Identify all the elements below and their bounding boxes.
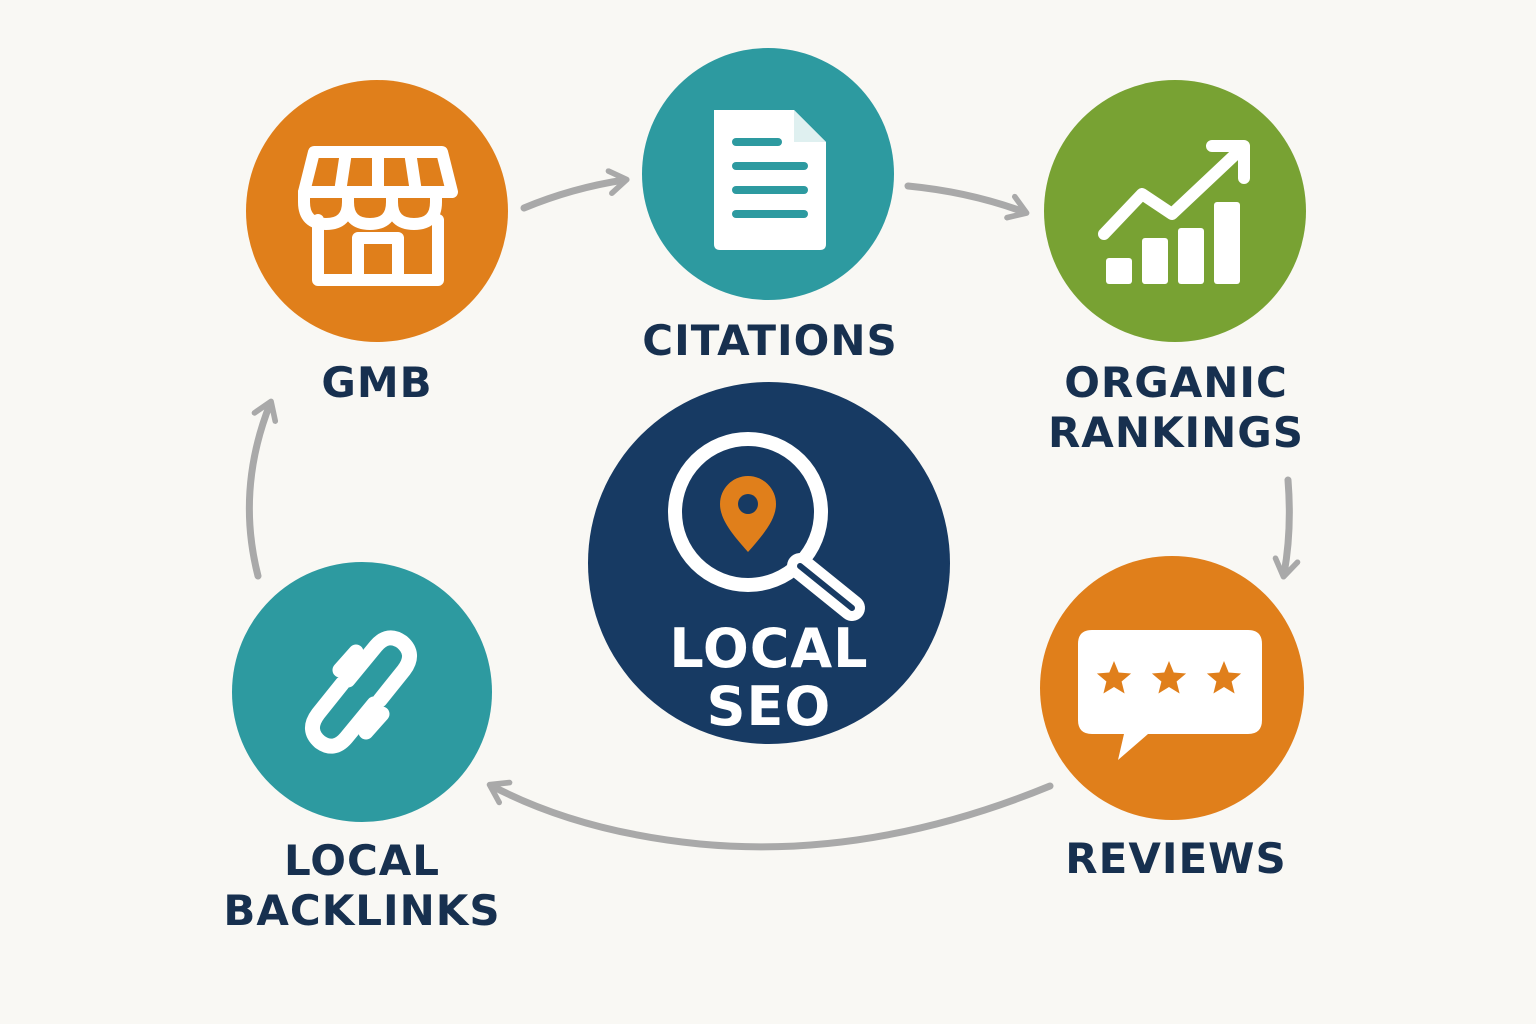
arrow-organic-to-reviews — [1272, 476, 1301, 580]
gmb-node — [246, 80, 508, 342]
organic-rankings-node — [1044, 80, 1306, 342]
backlinks-label-line2: BACKLINKS — [223, 886, 501, 935]
local-seo-center: LOCAL SEO — [588, 382, 950, 744]
backlinks-label-line1: LOCAL — [283, 836, 441, 885]
arrow-backlinks-to-gmb — [245, 398, 279, 580]
reviews-label-text: REVIEWS — [1065, 834, 1287, 883]
arrow-gmb-to-citations — [520, 168, 630, 212]
document-icon — [714, 110, 826, 250]
citations-label-text: CITATIONS — [642, 316, 898, 365]
reviews-label: REVIEWS — [1056, 834, 1296, 884]
local-seo-line2: SEO — [706, 675, 832, 738]
chain-link-icon — [305, 630, 417, 754]
organic-label-line2: RANKINGS — [1047, 408, 1305, 457]
local-backlinks-node — [232, 562, 492, 822]
local-seo-title: LOCAL SEO — [588, 620, 950, 736]
citations-label: CITATIONS — [620, 316, 920, 366]
rating-stars — [1096, 661, 1242, 694]
gmb-label-text: GMB — [321, 358, 433, 407]
gmb-label: GMB — [277, 358, 477, 408]
local-seo-line1: LOCAL — [669, 617, 869, 680]
arrow-reviews-to-backlinks — [486, 779, 1054, 851]
organic-rankings-label: ORGANIC RANKINGS — [1036, 358, 1316, 458]
citations-node — [642, 48, 894, 300]
star-review-bubble-icon — [1078, 630, 1262, 760]
star-icon — [1206, 661, 1242, 694]
star-icon — [1096, 661, 1132, 694]
arrow-citations-to-organic — [904, 182, 1030, 221]
growth-chart-icon — [1098, 140, 1250, 284]
magnifier-location-pin-icon — [668, 432, 865, 621]
star-icon — [1151, 661, 1187, 694]
local-backlinks-label: LOCAL BACKLINKS — [222, 836, 502, 936]
storefront-icon — [298, 146, 458, 286]
organic-label-line1: ORGANIC — [1064, 358, 1288, 407]
reviews-node — [1040, 556, 1304, 820]
